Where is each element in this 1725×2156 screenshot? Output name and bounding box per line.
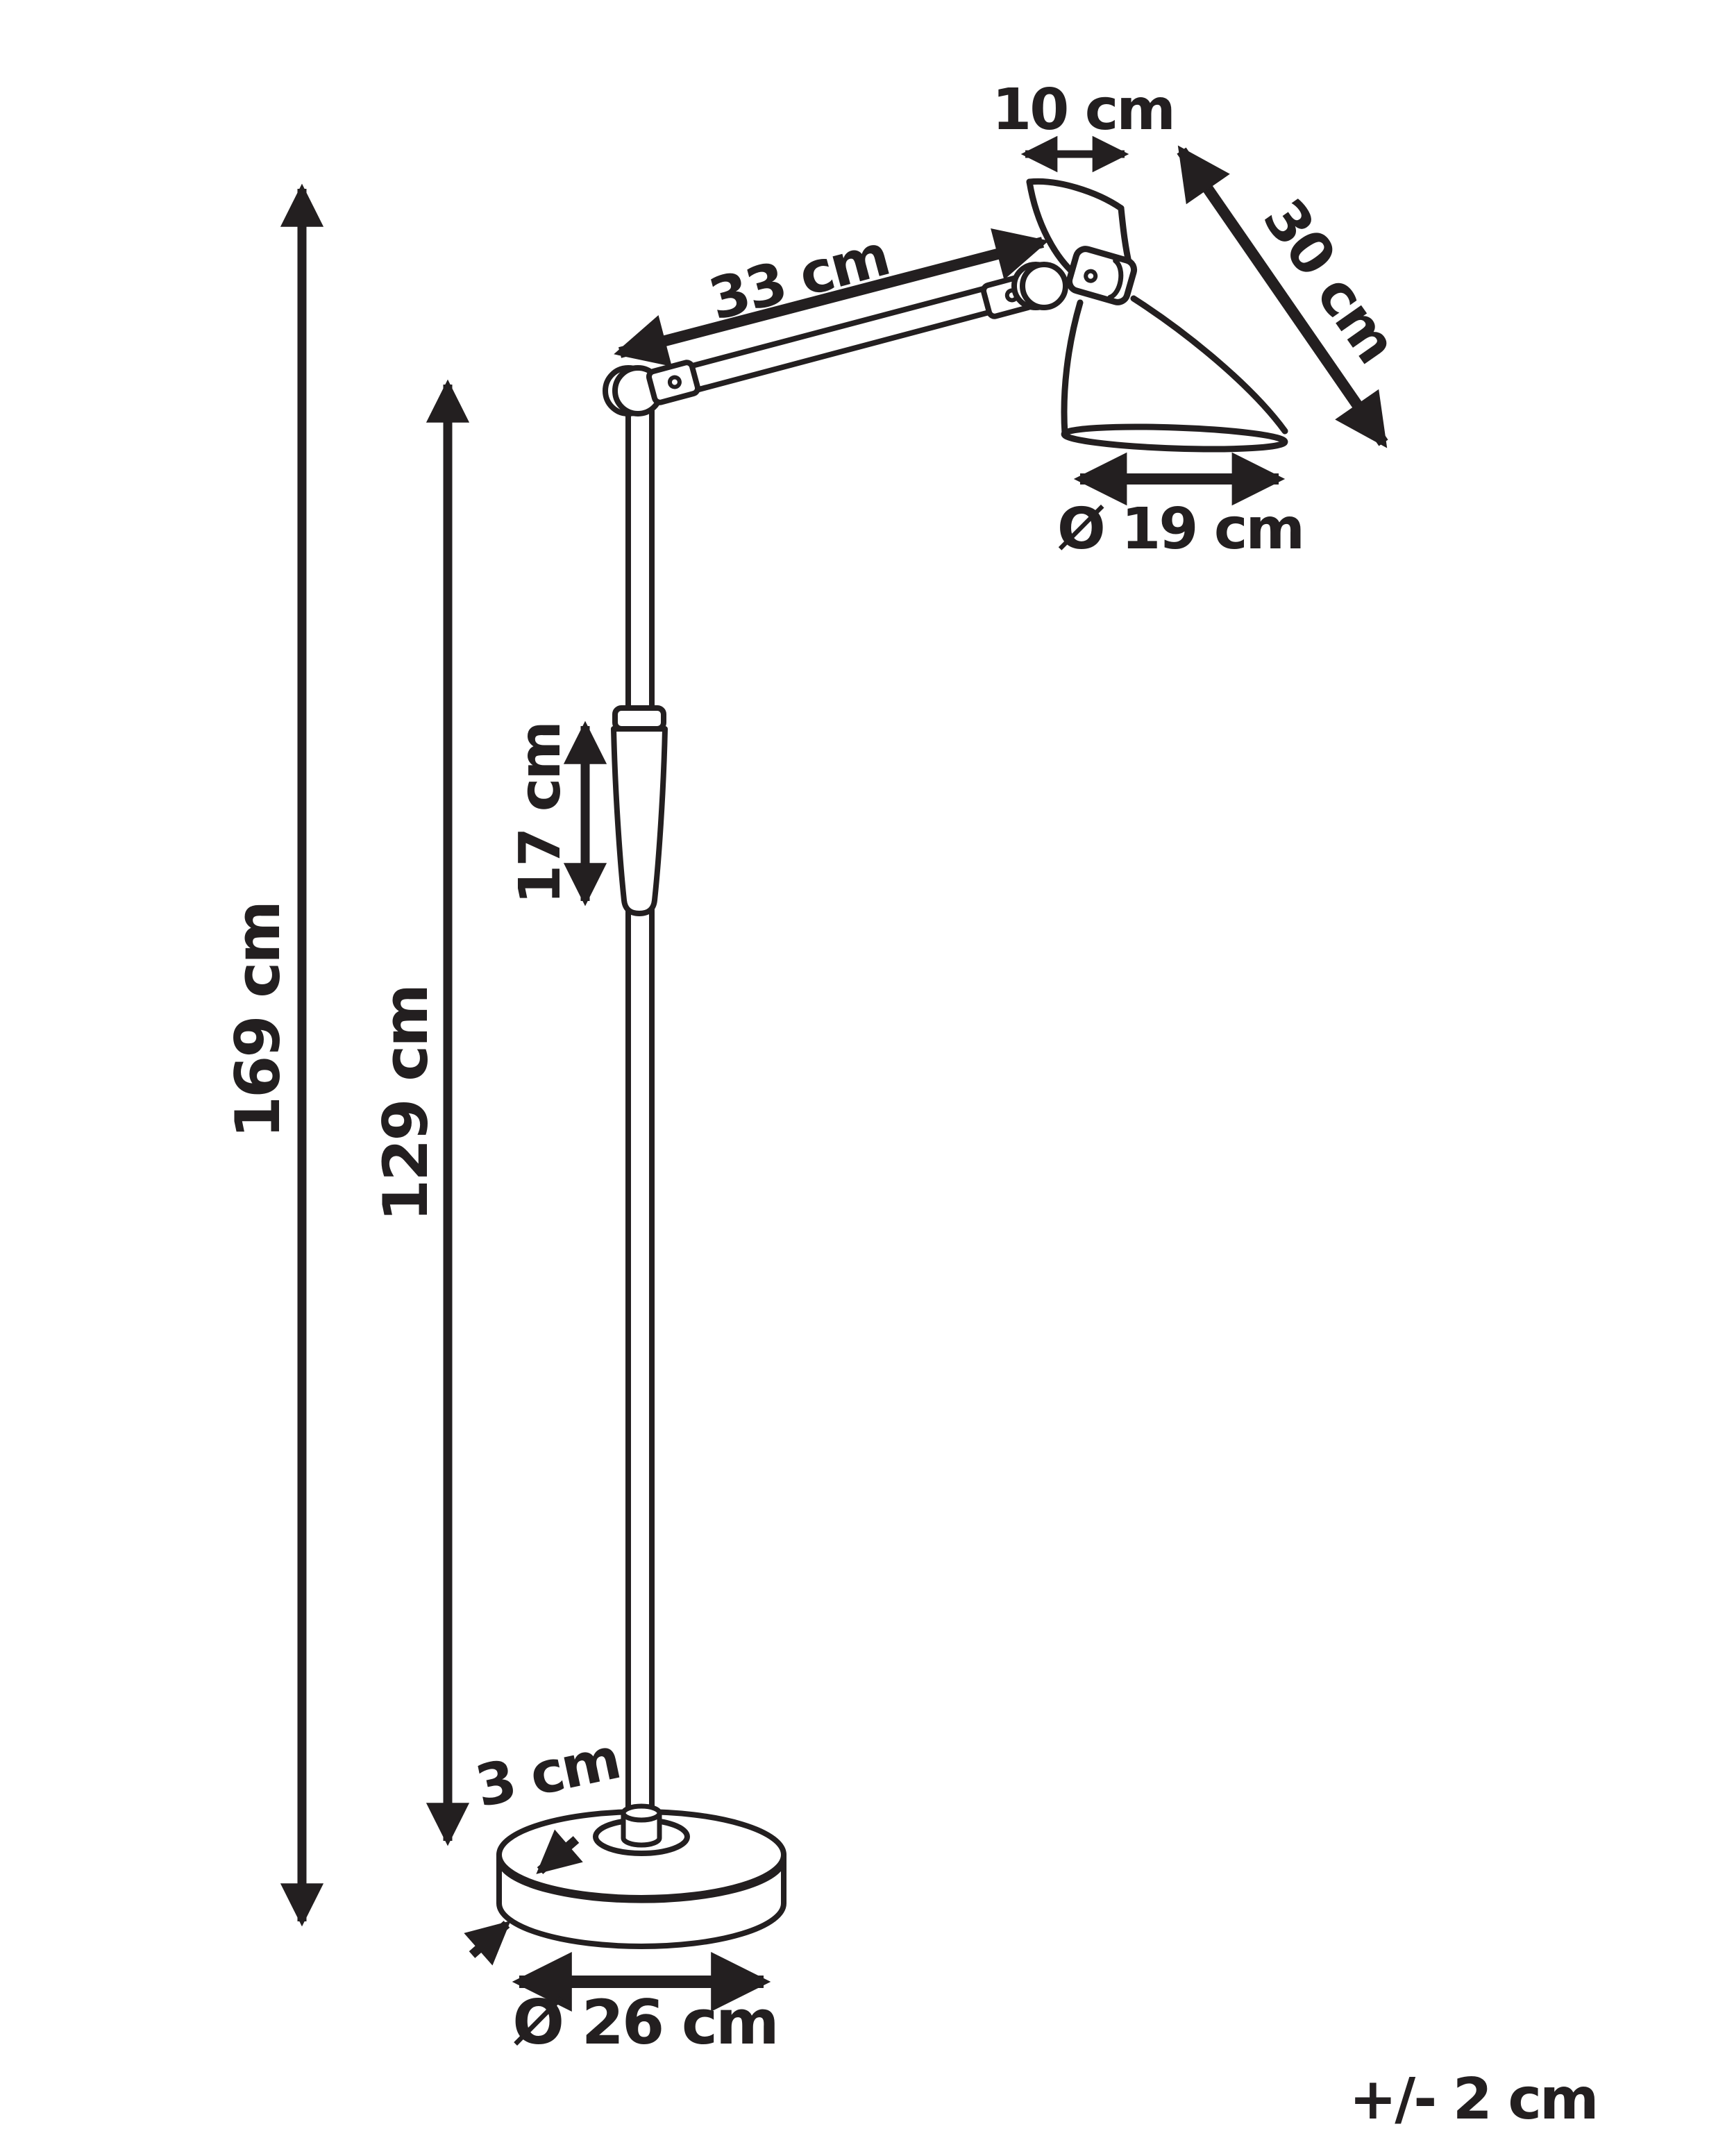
dim-label-grip-length: 17 cm	[507, 723, 573, 904]
dim-label-base-diameter: Ø 26 cm	[512, 1987, 777, 2058]
shade-bottom-rim	[1061, 423, 1288, 453]
lamp-pole-upper	[625, 408, 655, 716]
dim-label-total-height: 169 cm	[222, 902, 294, 1138]
grip-collar	[612, 705, 666, 732]
shade-body-right-edge	[1130, 295, 1288, 435]
lamp-pole-lower	[625, 907, 655, 1823]
dim-label-shade-top-width: 10 cm	[992, 77, 1174, 143]
lamp-shade	[1026, 178, 1288, 453]
dim-arrow-arm-length	[614, 228, 1049, 367]
dim-pointer-base-thickness-bottom	[464, 1921, 511, 1966]
tolerance-note: +/- 2 cm	[1349, 2066, 1597, 2132]
dim-pointer-base-thickness-top	[536, 1829, 583, 1874]
hinge-disc	[1011, 262, 1068, 310]
dim-arrow-shade-diagonal	[1177, 145, 1388, 448]
height-adjust-grip	[611, 726, 668, 916]
buckle-screw-icon	[1084, 269, 1098, 283]
floor-lamp-drawing	[496, 178, 1288, 1949]
dim-label-base-thickness: 3 cm	[470, 1726, 625, 1820]
shade-body-left-edge	[1061, 299, 1084, 437]
shade-top-rim	[1026, 178, 1125, 212]
bracket-screw-icon	[667, 375, 682, 389]
dim-label-arm-length: 33 cm	[702, 223, 895, 334]
dim-label-pole-height: 129 cm	[370, 986, 441, 1222]
shade-clamp-buckle	[1066, 246, 1138, 305]
dimension-annotations: 169 cm 129 cm 17 cm 33 cm 10 cm 30 cm Ø …	[222, 77, 1599, 2132]
arm-bracket-pole	[646, 360, 701, 405]
dim-label-shade-diameter: Ø 19 cm	[1057, 496, 1303, 562]
base-socket	[621, 1803, 662, 1848]
